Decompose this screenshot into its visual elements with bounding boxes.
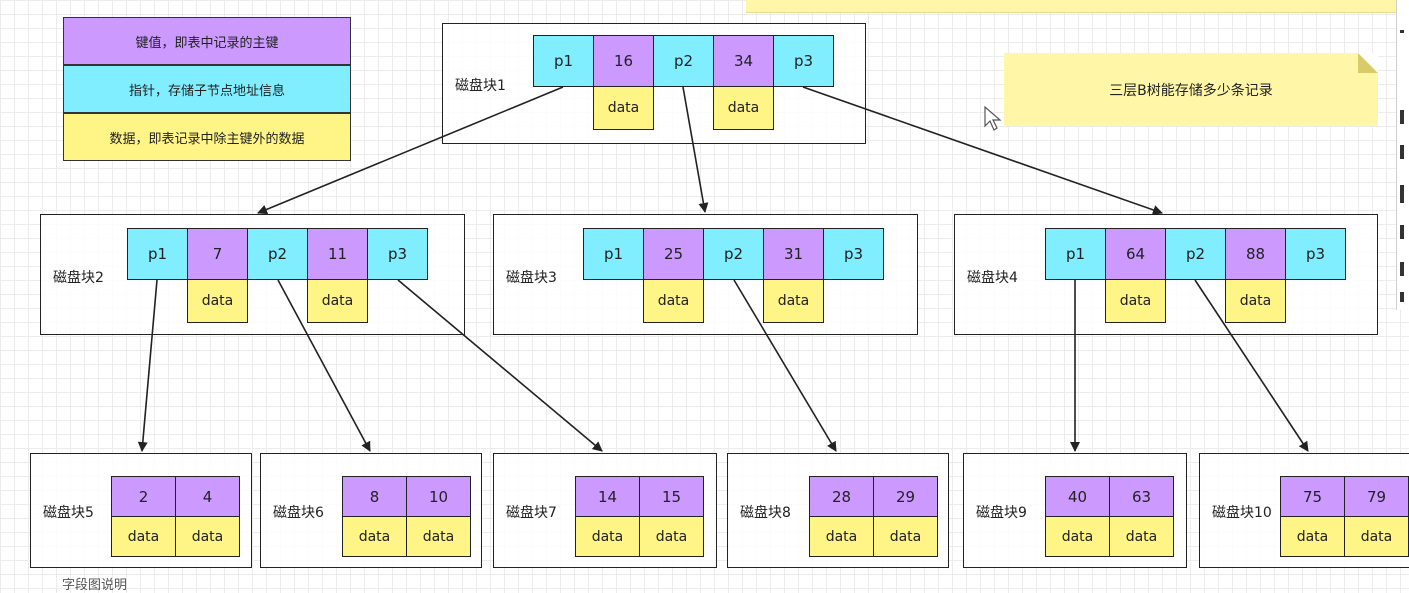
legend-key-label: 键值，即表中记录的主键 <box>135 35 279 51</box>
disk-block-6-data-2[interactable]: data <box>406 516 471 557</box>
disk-block-4-data-2[interactable]: data <box>1225 279 1286 323</box>
disk-block-10-key-1[interactable]: 75 <box>1280 476 1345 517</box>
disk-block-9-key-2[interactable]: 63 <box>1109 476 1174 517</box>
disk-block-4-pointer-1[interactable]: p1 <box>1045 228 1106 280</box>
disk-block-4-pointer-2[interactable]: p2 <box>1165 228 1226 280</box>
disk-block-8-key-1[interactable]: 28 <box>809 476 874 517</box>
disk-block-8-key-2[interactable]: 29 <box>873 476 938 517</box>
disk-block-2-pointer-2[interactable]: p2 <box>247 228 308 280</box>
disk-block-2-pointer-1[interactable]: p1 <box>127 228 188 280</box>
disk-block-2-data-2[interactable]: data <box>307 279 368 323</box>
sticky-note-text: 三层B树能存储多少条记录 <box>1109 82 1273 99</box>
disk-block-1-pointer-2[interactable]: p2 <box>653 35 714 87</box>
disk-block-5-data-1[interactable]: data <box>111 516 176 557</box>
disk-block-6-key-2[interactable]: 10 <box>406 476 471 517</box>
disk-block-10-label: 磁盘块10 <box>1212 505 1272 521</box>
disk-block-8-data-2[interactable]: data <box>873 516 938 557</box>
disk-block-7-key-1[interactable]: 14 <box>575 476 640 517</box>
disk-block-3-pointer-2[interactable]: p2 <box>703 228 764 280</box>
disk-block-4-pointer-3[interactable]: p3 <box>1285 228 1346 280</box>
disk-block-6-label: 磁盘块6 <box>273 505 324 521</box>
disk-block-3-pointer-1[interactable]: p1 <box>583 228 644 280</box>
disk-block-2-data-1[interactable]: data <box>187 279 248 323</box>
disk-block-10-data-2[interactable]: data <box>1344 516 1409 557</box>
legend-data[interactable]: 数据，即表记录中除主键外的数据 <box>63 113 351 161</box>
disk-block-3-label: 磁盘块3 <box>506 270 557 286</box>
disk-block-5-key-2[interactable]: 4 <box>175 476 240 517</box>
right-side-panel[interactable] <box>1396 0 1409 310</box>
disk-block-9-key-1[interactable]: 40 <box>1045 476 1110 517</box>
disk-block-1-pointer-1[interactable]: p1 <box>533 35 594 87</box>
disk-block-1-key-1[interactable]: 16 <box>593 35 654 87</box>
sticky-note[interactable]: 三层B树能存储多少条记录 <box>1004 53 1378 126</box>
disk-block-7-data-1[interactable]: data <box>575 516 640 557</box>
disk-block-5-data-2[interactable]: data <box>175 516 240 557</box>
disk-block-1-key-2[interactable]: 34 <box>713 35 774 87</box>
mouse-cursor-icon <box>984 106 1002 131</box>
disk-block-3-key-1[interactable]: 25 <box>643 228 704 280</box>
legend-key[interactable]: 键值，即表中记录的主键 <box>63 17 351 65</box>
top-note-strip <box>746 0 1396 13</box>
disk-block-3-data-1[interactable]: data <box>643 279 704 323</box>
disk-block-3-pointer-3[interactable]: p3 <box>823 228 884 280</box>
disk-block-2-label: 磁盘块2 <box>53 270 104 286</box>
disk-block-6-key-1[interactable]: 8 <box>342 476 407 517</box>
disk-block-1-data-2[interactable]: data <box>713 86 774 130</box>
disk-block-2-key-1[interactable]: 7 <box>187 228 248 280</box>
disk-block-9-data-1[interactable]: data <box>1045 516 1110 557</box>
disk-block-9-label: 磁盘块9 <box>976 505 1027 521</box>
disk-block-2-key-2[interactable]: 11 <box>307 228 368 280</box>
disk-block-8-label: 磁盘块8 <box>740 505 791 521</box>
disk-block-4-data-1[interactable]: data <box>1105 279 1166 323</box>
disk-block-4-label: 磁盘块4 <box>967 270 1018 286</box>
disk-block-1-label: 磁盘块1 <box>455 78 506 94</box>
disk-block-2-pointer-3[interactable]: p3 <box>367 228 428 280</box>
disk-block-7-key-2[interactable]: 15 <box>639 476 704 517</box>
disk-block-5-label: 磁盘块5 <box>43 505 94 521</box>
disk-block-7-data-2[interactable]: data <box>639 516 704 557</box>
disk-block-7-label: 磁盘块7 <box>506 505 557 521</box>
disk-block-3-data-2[interactable]: data <box>763 279 824 323</box>
disk-block-1-pointer-3[interactable]: p3 <box>773 35 834 87</box>
disk-block-5-key-1[interactable]: 2 <box>111 476 176 517</box>
disk-block-6-data-1[interactable]: data <box>342 516 407 557</box>
note-fold-corner <box>1358 53 1378 73</box>
legend-pointer-label: 指针，存储子节点地址信息 <box>128 83 285 99</box>
disk-block-9-data-2[interactable]: data <box>1109 516 1174 557</box>
disk-block-4-key-2[interactable]: 88 <box>1225 228 1286 280</box>
disk-block-10-key-2[interactable]: 79 <box>1344 476 1409 517</box>
disk-block-10-data-1[interactable]: data <box>1280 516 1345 557</box>
legend-data-label: 数据，即表记录中除主键外的数据 <box>109 131 305 147</box>
disk-block-4-key-1[interactable]: 64 <box>1105 228 1166 280</box>
bottom-caption: 字段图说明 <box>62 578 128 593</box>
disk-block-1-data-1[interactable]: data <box>593 86 654 130</box>
legend-pointer[interactable]: 指针，存储子节点地址信息 <box>63 65 351 113</box>
disk-block-3-key-2[interactable]: 31 <box>763 228 824 280</box>
disk-block-8-data-1[interactable]: data <box>809 516 874 557</box>
